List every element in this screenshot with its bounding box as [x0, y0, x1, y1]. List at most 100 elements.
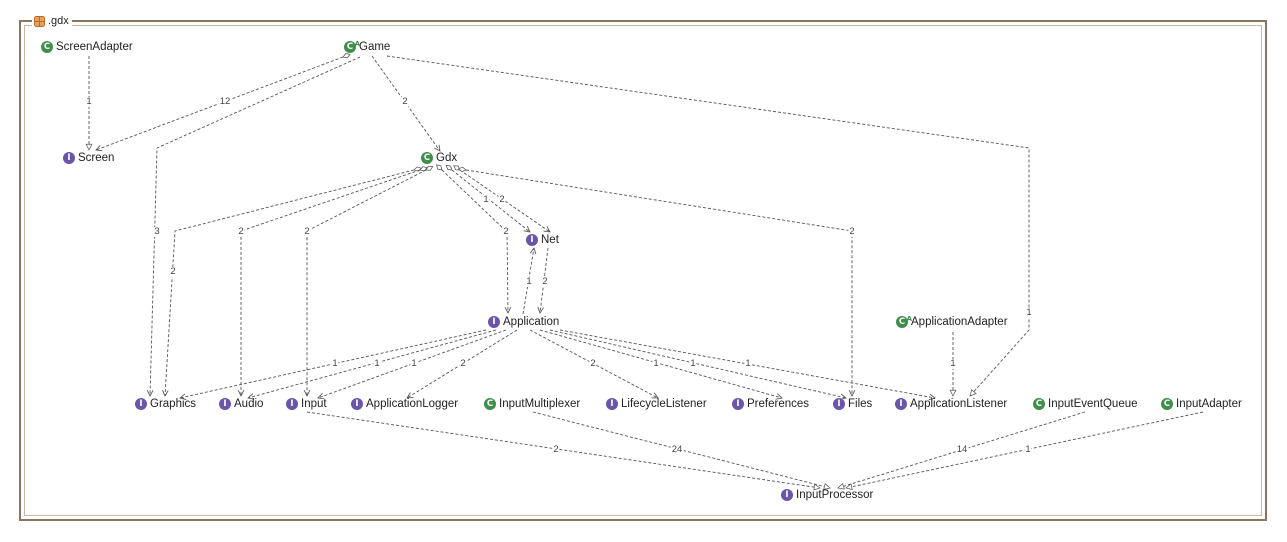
node-application[interactable]: I Application: [488, 315, 559, 329]
edge-label: 1: [652, 358, 660, 369]
interface-icon: I: [286, 398, 298, 410]
edge-label: 1: [482, 194, 490, 205]
node-gdx[interactable]: C Gdx: [421, 151, 457, 165]
edge-label: 1: [949, 358, 957, 369]
edge-label: 2: [848, 226, 856, 237]
edge-app-input: [318, 329, 507, 398]
node-label: InputMultiplexer: [499, 398, 581, 410]
edge-label: 2: [502, 226, 510, 237]
edge-app-preferences: [539, 329, 782, 398]
edge-label: 1: [1024, 444, 1032, 455]
node-label: Screen: [78, 152, 115, 164]
edge-label: 2: [541, 276, 549, 287]
edge-game-application-listener: [386, 55, 1030, 396]
node-label: ScreenAdapter: [56, 41, 133, 53]
interface-icon: I: [526, 234, 538, 246]
package-frame-inner: [24, 25, 1262, 516]
interface-icon: I: [135, 398, 147, 410]
class-icon: C: [41, 41, 53, 53]
node-label: InputAdapter: [1176, 398, 1242, 410]
node-application-logger[interactable]: I ApplicationLogger: [351, 397, 458, 411]
package-icon: [34, 15, 45, 27]
edge-gdx-application: [442, 170, 508, 313]
node-screen[interactable]: I Screen: [63, 151, 114, 165]
node-net[interactable]: I Net: [526, 233, 559, 247]
node-label: LifecycleListener: [621, 398, 707, 410]
edge-label: 1: [410, 358, 418, 369]
edge-label: 1: [373, 358, 381, 369]
node-input-processor[interactable]: I InputProcessor: [781, 488, 873, 502]
node-files[interactable]: I Files: [833, 397, 872, 411]
edge-label: 2: [401, 96, 409, 107]
edge-game-gdx: [371, 55, 440, 151]
interface-icon: I: [895, 398, 907, 410]
interface-icon: I: [219, 398, 231, 410]
edge-label: 1: [85, 96, 93, 107]
edge-label: 3: [153, 226, 161, 237]
edge-event-queue-processor: [838, 411, 1086, 488]
edge-label: 2: [237, 226, 245, 237]
node-audio[interactable]: I Audio: [219, 397, 263, 411]
package-name: .gdx: [48, 15, 69, 27]
edge-game-graphics: [150, 56, 361, 396]
node-label: ApplicationAdapter: [911, 316, 1008, 328]
edge-label: 1: [331, 358, 339, 369]
node-label: Files: [848, 398, 873, 410]
interface-icon: I: [833, 398, 845, 410]
node-label: InputProcessor: [796, 489, 874, 501]
class-icon: C: [421, 152, 433, 164]
edge-label: 12: [218, 96, 232, 107]
node-application-listener[interactable]: I ApplicationListener: [895, 397, 1007, 411]
edge-app-logger: [407, 329, 518, 398]
edge-label: 2: [303, 226, 311, 237]
class-icon: C: [1161, 398, 1173, 410]
edge-multiplexer-processor: [532, 411, 830, 488]
edge-label: 1: [744, 358, 752, 369]
node-graphics[interactable]: I Graphics: [135, 397, 196, 411]
node-lifecycle-listener[interactable]: I LifecycleListener: [606, 397, 707, 411]
node-label: Gdx: [436, 152, 458, 164]
edge-label: 24: [670, 444, 684, 455]
node-preferences[interactable]: I Preferences: [732, 397, 809, 411]
node-label: ApplicationLogger: [366, 398, 459, 410]
edge-label: 1: [689, 358, 697, 369]
edge-input-processor-in: [306, 411, 820, 488]
edge-label: 2: [589, 358, 597, 369]
package-tab[interactable]: .gdx: [32, 14, 72, 28]
interface-icon: I: [351, 398, 363, 410]
node-label: Net: [541, 234, 559, 246]
edge-label: 2: [498, 194, 506, 205]
edge-label: 1: [525, 276, 533, 287]
interface-icon: I: [781, 489, 793, 501]
interface-icon: I: [488, 316, 500, 328]
node-input[interactable]: I Input: [286, 397, 327, 411]
interface-icon: I: [63, 152, 75, 164]
edge-app-audio: [248, 329, 497, 398]
class-icon: C: [484, 398, 496, 410]
node-label: Input: [301, 398, 327, 410]
interface-icon: I: [606, 398, 618, 410]
edge-gdx-input: [307, 170, 426, 396]
node-label: Application: [503, 316, 560, 328]
class-icon: C: [1033, 398, 1045, 410]
interface-icon: I: [732, 398, 744, 410]
node-label: InputEventQueue: [1048, 398, 1138, 410]
edge-label: 2: [459, 358, 467, 369]
node-screen-adapter[interactable]: C ScreenAdapter: [41, 40, 133, 54]
node-input-multiplexer[interactable]: C InputMultiplexer: [484, 397, 580, 411]
node-label: Audio: [234, 398, 264, 410]
edge-label: 14: [955, 444, 969, 455]
edge-gdx-net-a: [452, 170, 530, 232]
edge-label: 1: [1025, 307, 1033, 318]
node-label: ApplicationListener: [910, 398, 1008, 410]
node-input-event-queue[interactable]: C InputEventQueue: [1033, 397, 1138, 411]
edge-app-files: [549, 329, 846, 398]
edge-label: 2: [552, 444, 560, 455]
node-label: Game: [359, 41, 391, 53]
node-input-adapter[interactable]: C InputAdapter: [1161, 397, 1242, 411]
